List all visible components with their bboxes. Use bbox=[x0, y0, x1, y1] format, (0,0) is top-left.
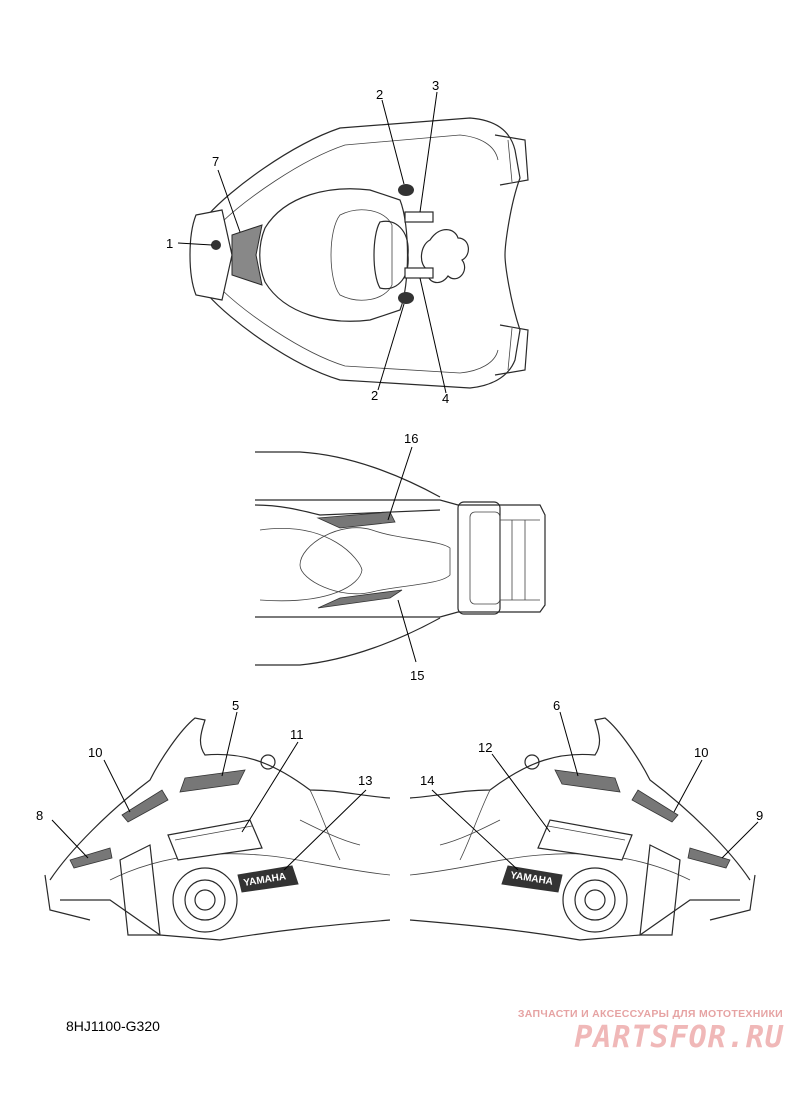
callout-5: 5 bbox=[232, 698, 239, 713]
callout-14: 14 bbox=[420, 773, 434, 788]
callout-1: 1 bbox=[166, 236, 173, 251]
callout-6: 6 bbox=[553, 698, 560, 713]
callout-11: 11 bbox=[290, 727, 304, 742]
callout-8: 8 bbox=[36, 808, 43, 823]
callout-12: 12 bbox=[478, 740, 492, 755]
side-view-left: YAMAHA bbox=[44, 717, 391, 941]
watermark-site[interactable]: PARTSFOR.RU bbox=[574, 1020, 784, 1055]
watermark-tagline: ЗАПЧАСТИ И АКСЕССУАРЫ ДЛЯ МОТОТЕХНИКИ bbox=[517, 1008, 783, 1020]
leader-lines bbox=[51, 91, 759, 871]
callout-10-right: 10 bbox=[694, 745, 708, 760]
callout-9: 9 bbox=[756, 808, 763, 823]
callout-2-bottom: 2 bbox=[371, 388, 378, 403]
yamaha-decal-left: YAMAHA bbox=[237, 865, 299, 893]
callout-4: 4 bbox=[442, 391, 449, 406]
callout-labels: 1 2 3 7 2 4 16 15 5 11 10 8 13 6 12 10 9… bbox=[36, 78, 763, 823]
callout-10-left: 10 bbox=[88, 745, 102, 760]
rear-view bbox=[254, 451, 546, 666]
callout-3: 3 bbox=[432, 78, 439, 93]
callout-13: 13 bbox=[358, 773, 372, 788]
yamaha-decal-right: YAMAHA bbox=[501, 865, 563, 893]
callout-15: 15 bbox=[410, 668, 424, 683]
callout-2-top: 2 bbox=[376, 87, 383, 102]
diagram-code: 8HJ1100-G320 bbox=[66, 1018, 160, 1034]
top-view bbox=[189, 117, 529, 389]
callout-16: 16 bbox=[404, 431, 418, 446]
callout-7: 7 bbox=[212, 154, 219, 169]
side-view-right: YAMAHA bbox=[409, 717, 756, 941]
